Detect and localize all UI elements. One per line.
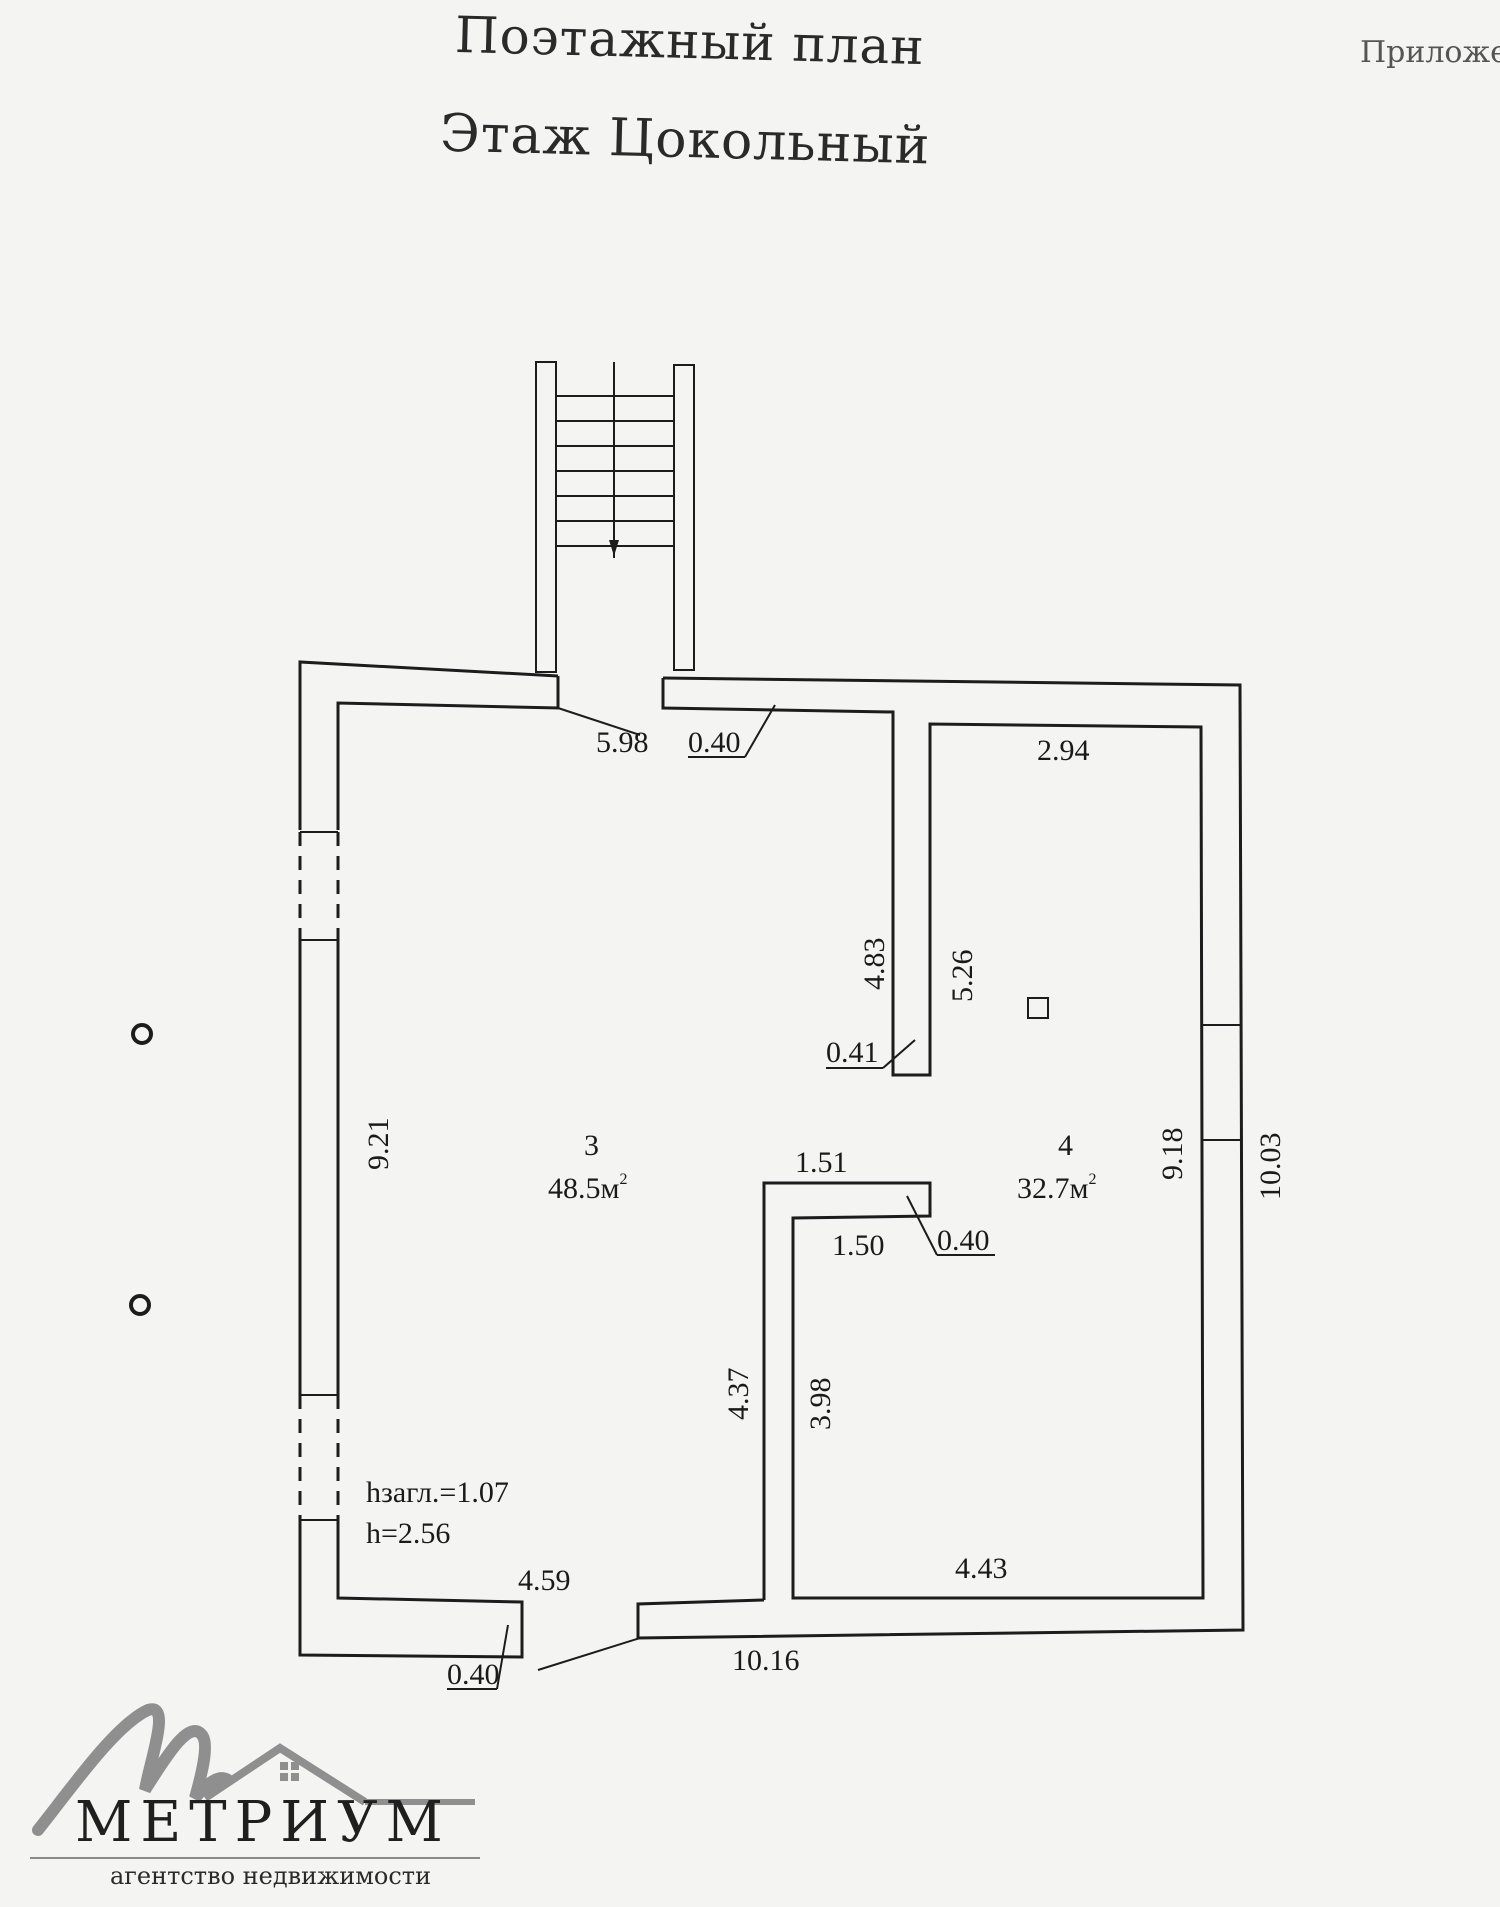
- window-openings: [297, 830, 1240, 1521]
- dim-partition-right: 5.26: [946, 950, 979, 1003]
- column-marker: [1027, 997, 1049, 1019]
- svg-text:48.5м2: 48.5м2: [548, 1171, 627, 1205]
- room-4-area: 32.7м: [1017, 1172, 1089, 1205]
- svg-text:32.7м2: 32.7м2: [1017, 1171, 1096, 1205]
- room-4-number: 4: [1058, 1129, 1073, 1162]
- dim-lower-left: 4.37: [722, 1368, 755, 1421]
- dim-bottom-left: 4.59: [518, 1564, 571, 1597]
- brand-tagline: агентство недвижимости: [110, 1862, 432, 1890]
- dim-partition-thickness: 0.41: [826, 1036, 879, 1069]
- dim-notch-inner: 1.50: [832, 1229, 885, 1262]
- dimension-leaders: [447, 704, 995, 1690]
- dim-room4-bottom: 4.43: [955, 1552, 1008, 1585]
- marker-circle: [129, 1294, 151, 1316]
- dim-room4-right: 9.18: [1156, 1128, 1189, 1181]
- depth-label: hзагл.=1.07: [366, 1476, 509, 1509]
- dim-top-left: 5.98: [596, 726, 649, 759]
- height-label: h=2.56: [366, 1517, 450, 1550]
- room-4-area-unit-sup: 2: [1088, 1171, 1096, 1188]
- stair-direction-arrow-icon: [609, 540, 619, 556]
- brand-name: МЕТРИУМ: [75, 1790, 451, 1855]
- staircase: [535, 361, 695, 673]
- dim-notch-wall: 0.40: [937, 1224, 990, 1257]
- dim-partition-left: 4.83: [858, 938, 891, 991]
- exterior-walls: [298, 660, 1245, 1659]
- room-3-area: 48.5м: [548, 1172, 620, 1205]
- dim-left-wall: 9.21: [362, 1118, 395, 1171]
- dim-room4-top: 2.94: [1037, 734, 1090, 767]
- dim-bottom-total: 10.16: [732, 1644, 800, 1677]
- brand-divider: [30, 1857, 480, 1859]
- room-4-label: 4 32.7м2: [1017, 1129, 1096, 1205]
- room-3-label: 3 48.5м2: [548, 1129, 627, 1205]
- dim-notch-top: 1.51: [795, 1146, 848, 1179]
- metrium-logo-icon: [32, 1703, 475, 1836]
- room-3-number: 3: [584, 1129, 599, 1162]
- dim-outer-right: 10.03: [1254, 1133, 1287, 1201]
- dim-top-wall: 0.40: [688, 726, 741, 759]
- marker-circle: [131, 1023, 153, 1045]
- dim-lower-right: 3.98: [804, 1378, 837, 1431]
- dim-bottom-wall: 0.40: [447, 1658, 500, 1691]
- corner-note: Приложе: [1360, 35, 1500, 70]
- room-3-area-unit-sup: 2: [619, 1171, 627, 1188]
